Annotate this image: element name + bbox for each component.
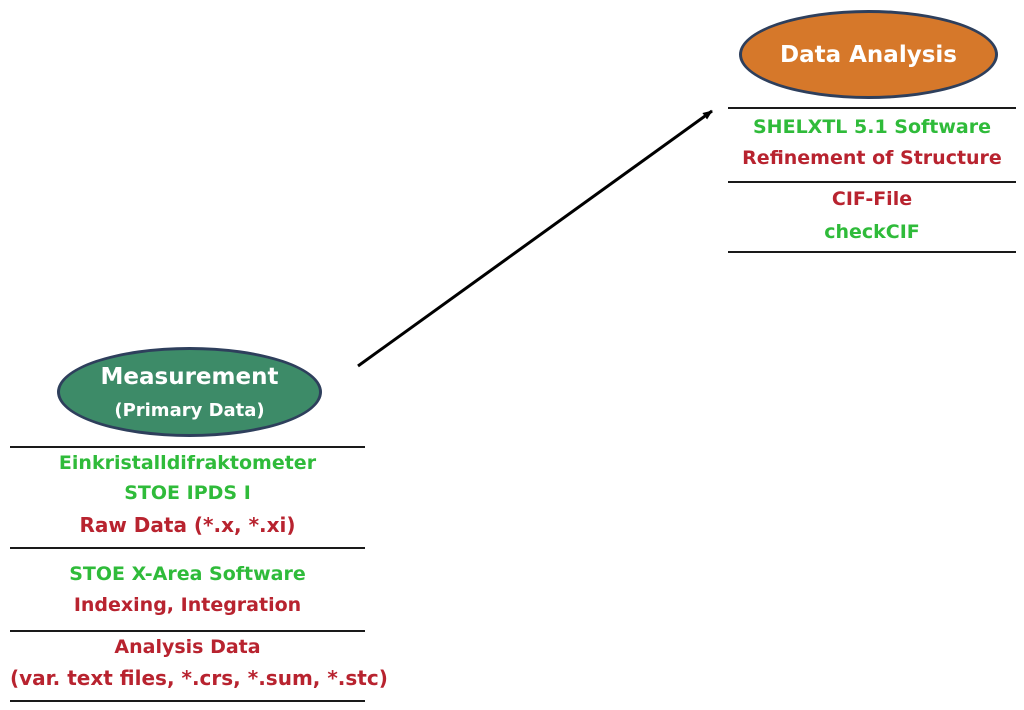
analysis-divider-top	[728, 107, 1016, 109]
measurement-divider-third	[10, 630, 365, 632]
analysis-refinement-label: Refinement of Structure	[742, 147, 1002, 169]
measurement-subtitle: (Primary Data)	[114, 400, 265, 421]
measurement-title: Measurement	[100, 364, 279, 390]
measurement-node: Measurement (Primary Data)	[57, 347, 322, 437]
data-analysis-node: Data Analysis	[739, 10, 998, 99]
measurement-device-label: STOE IPDS I	[124, 482, 251, 504]
analysis-cif-file-label: CIF-File	[831, 188, 913, 210]
arrow-line	[357, 109, 713, 368]
measurement-divider-top	[10, 446, 365, 448]
analysis-divider-middle	[728, 181, 1016, 183]
measurement-raw-data-label: Raw Data (*.x, *.xi)	[79, 513, 296, 537]
measurement-divider-bottom	[10, 700, 365, 702]
measurement-analysis-data-label: Analysis Data	[114, 636, 261, 658]
measurement-file-types-label: (var. text files, *.crs, *.sum, *.stc)	[10, 666, 388, 690]
analysis-software-label: SHELXTL 5.1 Software	[753, 116, 991, 138]
measurement-instrument-label: Einkristalldifraktometer	[58, 452, 317, 474]
analysis-divider-bottom	[728, 251, 1016, 253]
data-analysis-title: Data Analysis	[780, 42, 957, 68]
analysis-checkcif-label: checkCIF	[824, 221, 920, 243]
measurement-divider-second	[10, 547, 365, 549]
measurement-software-label: STOE X-Area Software	[69, 563, 306, 585]
measurement-indexing-label: Indexing, Integration	[73, 594, 302, 616]
